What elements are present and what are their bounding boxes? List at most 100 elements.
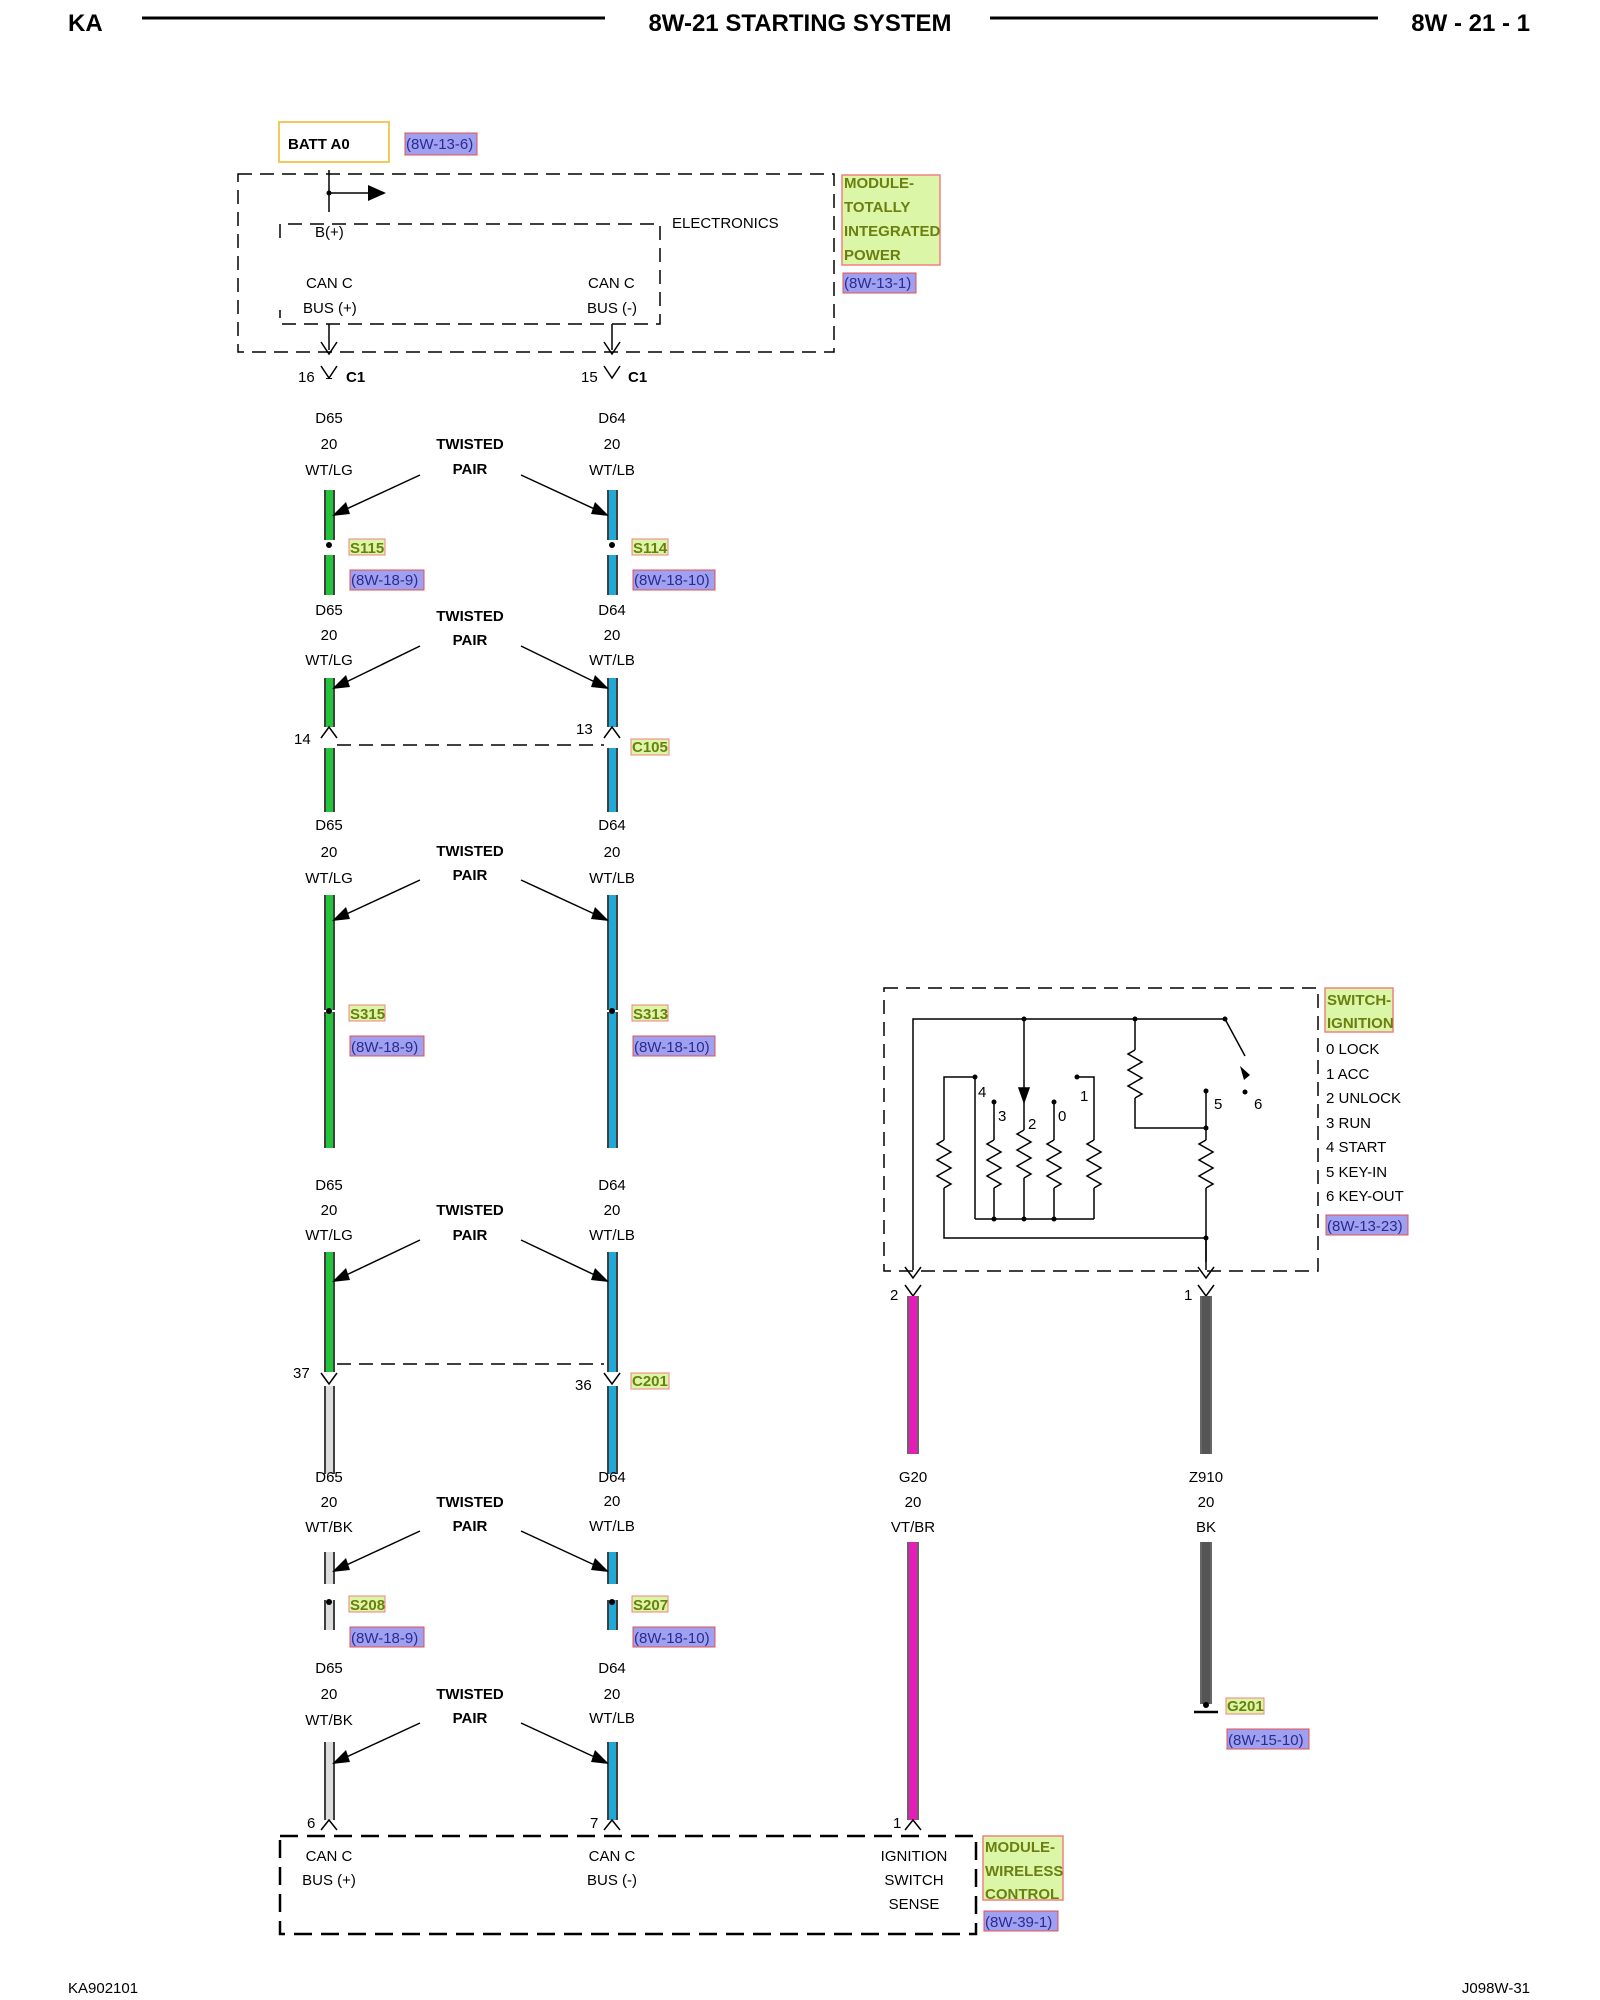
tipm-pin-neg: 15 (581, 369, 598, 386)
svg-text:20: 20 (905, 1494, 922, 1511)
svg-text:BK: BK (1196, 1519, 1216, 1536)
svg-text:IGNITION: IGNITION (881, 1848, 948, 1865)
svg-text:2: 2 (1028, 1116, 1036, 1133)
svg-text:CAN C: CAN C (306, 1848, 353, 1865)
svg-text:SENSE: SENSE (889, 1896, 940, 1913)
svg-text:7: 7 (590, 1815, 598, 1832)
svg-text:D64: D64 (598, 1177, 626, 1194)
wire-g20: G20 20 VT/BR (891, 1296, 935, 1820)
svg-text:14: 14 (294, 731, 311, 748)
svg-text:MODULE-: MODULE- (844, 175, 914, 192)
svg-text:D64: D64 (598, 817, 626, 834)
svg-text:WIRELESS: WIRELESS (985, 1863, 1063, 1880)
batt-label: BATT A0 (288, 136, 350, 153)
svg-text:PAIR: PAIR (453, 1710, 488, 1727)
wire-d65 (324, 378, 335, 1820)
footer-right: J098W-31 (1462, 1980, 1530, 1997)
header-left: KA (68, 10, 103, 37)
svg-text:Z910: Z910 (1189, 1469, 1223, 1486)
svg-text:36: 36 (575, 1377, 592, 1394)
svg-text:S115: S115 (350, 540, 384, 557)
wire-label-group-6: D65 20 WT/BK D64 20 WT/LB TWISTED PAIR (305, 1660, 635, 1764)
svg-text:BUS (+): BUS (+) (302, 1872, 356, 1889)
pin-arrow-icon (320, 341, 338, 356)
tipm-module: ELECTRONICS B(+) CAN C BUS (+) CAN C BUS… (237, 170, 835, 353)
connector-c1-left-icon (320, 365, 338, 380)
page-header: KA 8W-21 STARTING SYSTEM 8W - 21 - 1 (68, 10, 1530, 37)
twisted-arrow-icon (332, 1750, 350, 1764)
svg-text:CAN C: CAN C (589, 1848, 636, 1865)
twisted-arrow-icon (332, 1268, 350, 1282)
svg-text:37: 37 (293, 1365, 310, 1382)
bplus-label: B(+) (315, 224, 344, 241)
svg-text:1: 1 (1080, 1088, 1088, 1105)
svg-text:(8W-18-10): (8W-18-10) (634, 572, 710, 589)
svg-text:C105: C105 (632, 739, 668, 756)
splice-s115: S115 (8W-18-9) (326, 538, 425, 591)
svg-text:20: 20 (321, 1494, 338, 1511)
switch-position: 6 KEY-OUT (1326, 1188, 1404, 1205)
switch-position: 3 RUN (1326, 1115, 1371, 1132)
wcm-name-label: MODULE- WIRELESS CONTROL (982, 1835, 1064, 1903)
wire-z910: Z910 20 BK (1189, 1296, 1223, 1704)
svg-text:PAIR: PAIR (453, 1518, 488, 1535)
svg-text:WT/LB: WT/LB (589, 462, 635, 479)
svg-text:20: 20 (321, 436, 338, 453)
svg-text:5: 5 (1214, 1096, 1222, 1113)
svg-text:D65: D65 (315, 1177, 343, 1194)
twisted-arrow-icon (332, 502, 350, 516)
svg-text:TOTALLY: TOTALLY (844, 199, 910, 216)
wcm-pins: 6 7 1 (307, 1815, 922, 1832)
switch-pin-1: 1 (1184, 1287, 1192, 1304)
svg-text:(8W-18-9): (8W-18-9) (351, 572, 418, 589)
svg-text:D64: D64 (598, 602, 626, 619)
svg-text:WT/BK: WT/BK (305, 1712, 353, 1729)
svg-text:WT/LG: WT/LG (305, 1227, 353, 1244)
svg-text:POWER: POWER (844, 247, 901, 264)
switch-name-line1: SWITCH- (1327, 992, 1391, 1009)
svg-text:PAIR: PAIR (453, 867, 488, 884)
svg-text:D64: D64 (598, 410, 626, 427)
pin-arrow-icon (603, 341, 621, 356)
svg-text:S313: S313 (633, 1006, 668, 1023)
switch-position: 2 UNLOCK (1326, 1090, 1401, 1107)
svg-text:TWISTED: TWISTED (436, 1494, 504, 1511)
twisted-arrow-icon (332, 907, 350, 921)
batt-label-box: BATT A0 (278, 121, 390, 163)
svg-text:G201: G201 (1227, 1698, 1264, 1715)
svg-text:D64: D64 (598, 1660, 626, 1677)
twisted-arrow-icon (591, 1558, 609, 1572)
wcm-module: CAN C BUS (+) CAN C BUS (-) IGNITION SWI… (278, 1834, 978, 1936)
header-page-number: 8W - 21 - 1 (1411, 10, 1530, 37)
wire-label-group-2: D65 20 WT/LG D64 20 WT/LB TWISTED PAIR (305, 602, 635, 689)
svg-text:(8W-18-9): (8W-18-9) (351, 1630, 418, 1647)
tipm-can-neg-line2: BUS (-) (587, 300, 637, 317)
svg-text:G20: G20 (899, 1469, 927, 1486)
svg-text:BUS (-): BUS (-) (587, 1872, 637, 1889)
wire-label-group-5: D65 20 WT/BK D64 20 WT/LB TWISTED PAIR (305, 1469, 635, 1572)
svg-text:20: 20 (321, 844, 338, 861)
svg-text:S208: S208 (350, 1597, 385, 1614)
svg-text:WT/LB: WT/LB (589, 652, 635, 669)
svg-text:20: 20 (321, 627, 338, 644)
switch-position: 0 LOCK (1326, 1041, 1379, 1058)
twisted-arrow-icon (591, 502, 609, 516)
electronics-label: ELECTRONICS (672, 215, 779, 232)
svg-text:WT/LB: WT/LB (589, 1518, 635, 1535)
output-arrow-icon (368, 185, 386, 201)
svg-text:TWISTED: TWISTED (436, 608, 504, 625)
switch-position: 5 KEY-IN (1326, 1164, 1387, 1181)
svg-text:13: 13 (576, 721, 593, 738)
tipm-name-label: MODULE- TOTALLY INTEGRATED POWER (841, 174, 941, 266)
footer-left: KA902101 (68, 1980, 138, 1997)
wire-label-group-4: D65 20 WT/LG D64 20 WT/LB TWISTED PAIR (305, 1177, 635, 1282)
connector-c105: 14 13 C105 (294, 721, 670, 756)
splice-s315: S315 (8W-18-9) (326, 1004, 425, 1057)
svg-text:TWISTED: TWISTED (436, 843, 504, 860)
svg-text:WT/LB: WT/LB (589, 870, 635, 887)
svg-text:WT/LB: WT/LB (589, 1710, 635, 1727)
svg-text:(8W-18-10): (8W-18-10) (634, 1630, 710, 1647)
svg-text:6: 6 (307, 1815, 315, 1832)
connector-c201: 37 36 C201 (293, 1363, 670, 1394)
